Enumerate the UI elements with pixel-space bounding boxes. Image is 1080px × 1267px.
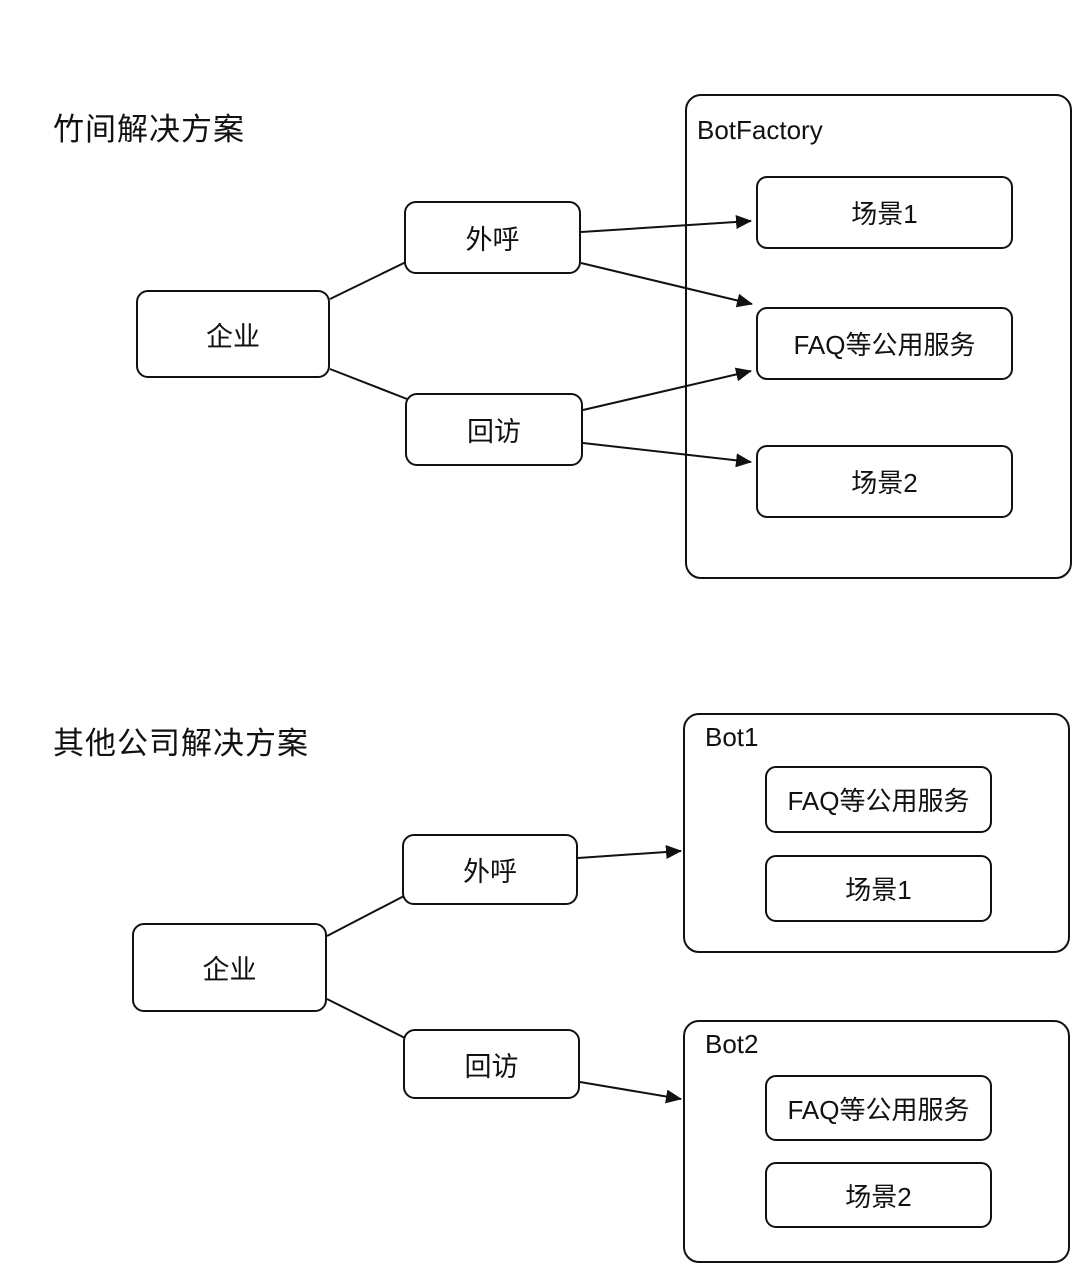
section2-title: 其他公司解决方案 <box>53 726 309 761</box>
node-scene1-bot1: 场景1 <box>765 855 992 922</box>
section1-title: 竹间解决方案 <box>53 112 245 147</box>
node-outbound-2: 外呼 <box>402 834 578 905</box>
node-enterprise-2: 企业 <box>132 923 327 1012</box>
bot2-label: Bot2 <box>705 1029 759 1059</box>
edge-revisit-faq <box>582 367 752 411</box>
edge-enterprise-outbound-2 <box>326 895 405 937</box>
node-enterprise-1: 企业 <box>136 290 330 378</box>
bot1-label: Bot1 <box>705 722 759 752</box>
node-scene2-bot2: 场景2 <box>765 1162 992 1228</box>
node-revisit-1: 回访 <box>405 393 583 466</box>
bot2-container <box>683 1020 1070 1263</box>
botfactory-label: BotFactory <box>697 115 823 145</box>
bot1-container <box>683 713 1070 953</box>
botfactory-container <box>685 94 1072 579</box>
edge-enterprise-revisit-2 <box>326 998 406 1039</box>
edge-outbound-faq <box>580 262 753 308</box>
node-faq-bot2: FAQ等公用服务 <box>765 1075 992 1141</box>
edge-outbound-bot1 <box>577 845 682 860</box>
edge-enterprise-outbound-1 <box>329 261 407 300</box>
edge-revisit-bot2 <box>579 1081 682 1104</box>
edge-outbound-scene1 <box>580 214 752 233</box>
node-scene1-factory: 场景1 <box>756 176 1013 249</box>
node-outbound-1: 外呼 <box>404 201 581 274</box>
edge-revisit-scene2 <box>582 442 752 468</box>
node-scene2-factory: 场景2 <box>756 445 1013 518</box>
node-faq-factory: FAQ等公用服务 <box>756 307 1013 380</box>
node-faq-bot1: FAQ等公用服务 <box>765 766 992 833</box>
node-revisit-2: 回访 <box>403 1029 580 1099</box>
edge-enterprise-revisit-1 <box>329 368 408 400</box>
